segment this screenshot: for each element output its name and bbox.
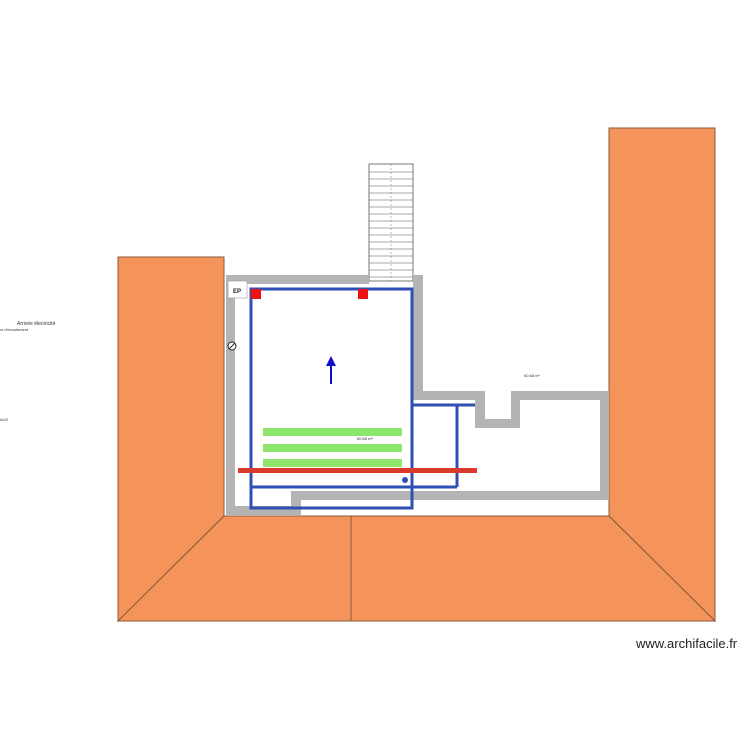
meter-symbol-icon [227,341,237,351]
wall-notch-bottom [475,419,520,428]
heating-bar-2 [263,444,402,452]
wall-far-right [600,391,609,500]
ep-code-label: EP [233,289,241,295]
wall-right-top-segment-2 [511,391,609,400]
red-marker-center [358,289,368,299]
watermark-text: www.archifacile.fr [636,636,738,651]
flow-arrow-icon [326,356,336,384]
area-label-main: 60,68 m² [357,436,373,441]
wall-inner-step [291,491,301,515]
heating-bars [263,428,402,467]
left-partial-label: AUX [0,417,9,422]
red-beam [238,468,477,473]
wall-top-left [226,275,369,284]
walls [226,275,609,515]
heating-bar-3 [263,459,402,467]
staircase-icon [368,163,414,282]
blue-pipes [249,287,475,510]
blue-dot [402,477,408,483]
pipe-main-loop [249,287,414,510]
wall-center-vertical [413,275,423,400]
wall-notch-right [511,391,520,428]
wall-bottom-long [291,491,609,500]
area-label-right: 60,68 m² [524,373,540,378]
roof-bottom-right-section [350,515,717,622]
ep-code-box: EP [227,280,248,299]
drainage-label: rs d'écoulement [0,327,29,332]
wall-notch-left [475,391,485,428]
wall-right-top-segment-1 [413,391,485,400]
arrival-electricity-label: Arrivée électricité [17,321,56,327]
wall-left [226,275,235,515]
heating-bar-1 [263,428,402,436]
wall-bottom-left [226,506,301,515]
red-marker-left [251,289,261,299]
